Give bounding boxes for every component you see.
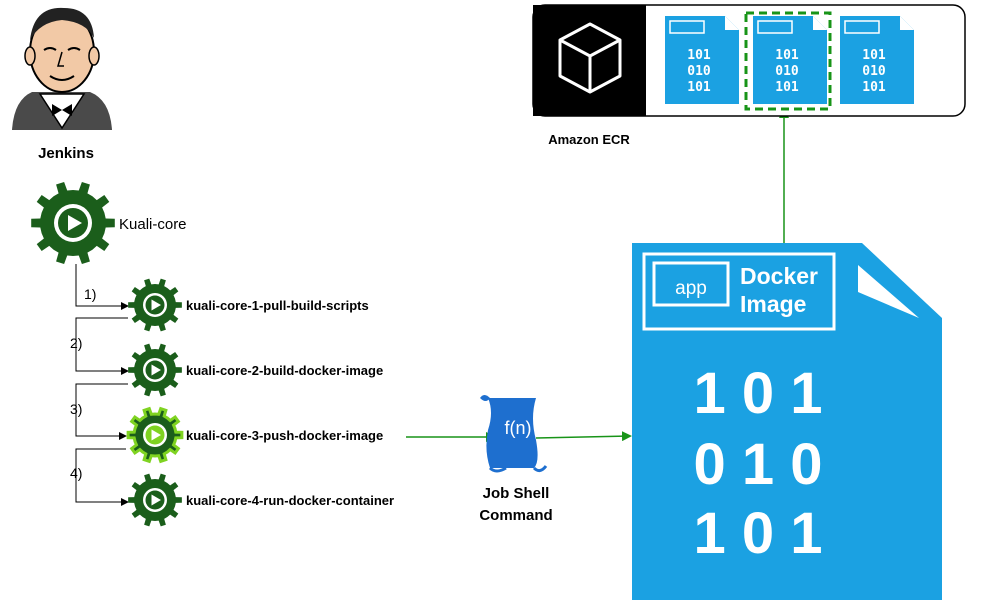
job-1-gear-icon[interactable] bbox=[128, 278, 182, 332]
job-2-gear-icon[interactable] bbox=[128, 343, 182, 397]
ecr-label: Amazon ECR bbox=[548, 132, 630, 147]
job-3-label: kuali-core-3-push-docker-image bbox=[186, 428, 383, 443]
ecr-image-1-icon[interactable]: 101 010 101 bbox=[665, 16, 739, 104]
shell-label-line1: Job Shell bbox=[483, 485, 550, 502]
svg-text:101: 101 bbox=[687, 80, 711, 95]
docker-title-line1: Docker bbox=[740, 263, 818, 289]
ecr-image-3-icon[interactable]: 101 010 101 bbox=[840, 16, 914, 104]
step-label-4: 4) bbox=[70, 465, 82, 481]
step-label-3: 3) bbox=[70, 401, 82, 417]
ecr-selected-image-highlight bbox=[744, 11, 832, 111]
job-1-label: kuali-core-1-pull-build-scripts bbox=[186, 298, 369, 313]
kuali-core-label: Kuali-core bbox=[119, 216, 187, 233]
svg-text:101: 101 bbox=[775, 80, 799, 95]
docker-app-label: app bbox=[675, 278, 707, 299]
svg-text:101: 101 bbox=[775, 48, 799, 63]
ecr-logo-icon bbox=[558, 22, 622, 94]
job-2-label: kuali-core-2-build-docker-image bbox=[186, 363, 383, 378]
svg-text:101: 101 bbox=[862, 80, 886, 95]
ecr-image-2-icon[interactable]: 101 010 101 bbox=[753, 16, 827, 104]
docker-binary-line2: 0 1 0 bbox=[694, 432, 823, 497]
svg-text:010: 010 bbox=[862, 64, 886, 79]
svg-text:010: 010 bbox=[687, 64, 711, 79]
job-4-label: kuali-core-4-run-docker-container bbox=[186, 493, 394, 508]
docker-image-icon bbox=[632, 243, 942, 600]
pipeline-connectors bbox=[75, 264, 129, 506]
shell-command-scroll-icon bbox=[480, 395, 548, 473]
arrow-shell-to-docker bbox=[535, 431, 632, 442]
kuali-core-gear-icon[interactable] bbox=[31, 181, 115, 265]
shell-function-symbol: f(n) bbox=[505, 418, 532, 438]
docker-title-line2: Image bbox=[740, 291, 806, 317]
jenkins-logo-icon bbox=[12, 7, 112, 130]
step-label-2: 2) bbox=[70, 335, 82, 351]
svg-text:010: 010 bbox=[775, 64, 799, 79]
step-label-1: 1) bbox=[84, 286, 96, 302]
svg-text:101: 101 bbox=[687, 48, 711, 63]
docker-binary-line3: 1 0 1 bbox=[694, 501, 823, 566]
jenkins-label: Jenkins bbox=[38, 145, 94, 162]
shell-label-line2: Command bbox=[479, 507, 552, 524]
job-3-gear-icon[interactable] bbox=[126, 406, 184, 464]
docker-binary-line1: 1 0 1 bbox=[694, 361, 823, 426]
svg-text:101: 101 bbox=[862, 48, 886, 63]
job-4-gear-icon[interactable] bbox=[128, 473, 182, 527]
